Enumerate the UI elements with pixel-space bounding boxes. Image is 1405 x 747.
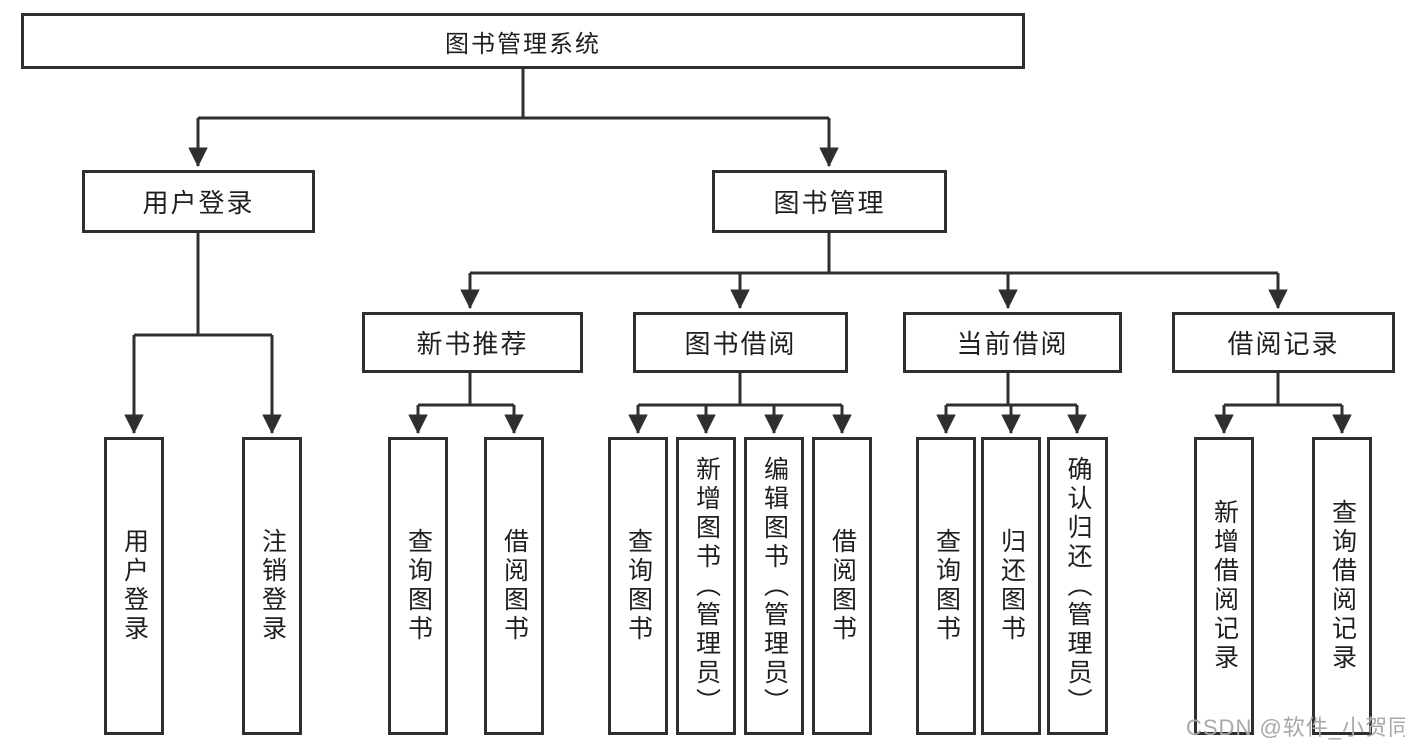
connector-root-to-level2 [188, 69, 839, 167]
leaf-current-return-books: 归还图书 [981, 437, 1041, 735]
leaf-logout: 注销登录 [242, 437, 302, 735]
leaf-newbooks-borrow-books: 借阅图书 [484, 437, 544, 735]
csdn-watermark: CSDN @软件_小贺同学 [1186, 715, 1405, 740]
leaf-newbooks-query-books: 查询图书 [388, 437, 448, 735]
leaf-borrow-add-books-admin: 新增图书（管理员） [676, 437, 736, 735]
connector-newbooks-to-leaves [408, 373, 524, 434]
node-root-system: 图书管理系统 [21, 13, 1025, 69]
connector-current-to-leaves [936, 373, 1087, 434]
connector-records-to-leaves [1214, 373, 1352, 434]
leaf-current-query-books: 查询图书 [916, 437, 976, 735]
node-borrow-records: 借阅记录 [1172, 312, 1395, 373]
connector-login-to-leaves [124, 233, 282, 434]
leaf-borrow-query-books: 查询图书 [608, 437, 668, 735]
leaf-user-login: 用户登录 [104, 437, 164, 735]
node-current-borrow: 当前借阅 [903, 312, 1122, 373]
leaf-records-add-record: 新增借阅记录 [1194, 437, 1254, 735]
node-new-book-recommend: 新书推荐 [362, 312, 583, 373]
leaf-borrow-edit-books-admin: 编辑图书（管理员） [744, 437, 804, 735]
connector-borrow-to-leaves [628, 373, 852, 434]
node-book-borrow: 图书借阅 [633, 312, 848, 373]
node-user-login: 用户登录 [82, 170, 315, 233]
node-book-management: 图书管理 [712, 170, 947, 233]
leaf-borrow-borrow-books: 借阅图书 [812, 437, 872, 735]
connector-mgmt-to-level3 [460, 233, 1288, 309]
leaf-records-query-record: 查询借阅记录 [1312, 437, 1372, 735]
leaf-current-confirm-return-admin: 确认归还（管理员） [1047, 437, 1108, 735]
